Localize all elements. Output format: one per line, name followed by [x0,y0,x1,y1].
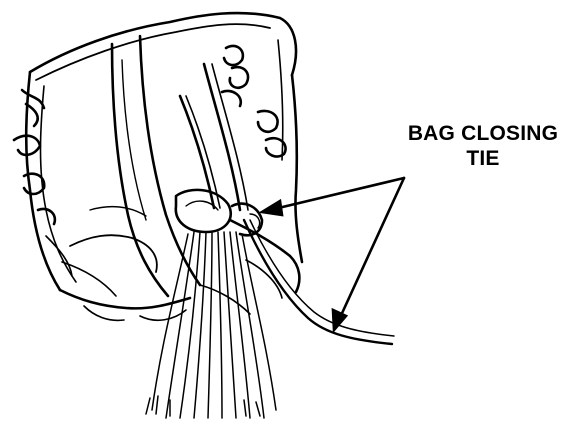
suspension-lines [146,232,276,418]
callout-line-2: TIE [398,146,568,171]
arrowhead-upper [262,201,282,215]
arrow-line-upper [270,178,404,210]
callout-line-1: BAG CLOSING [398,121,568,146]
callout-arrows [262,178,404,330]
callout-label: BAG CLOSING TIE [398,121,568,171]
bag-body [14,13,302,320]
arrow-line-lower [338,178,404,322]
